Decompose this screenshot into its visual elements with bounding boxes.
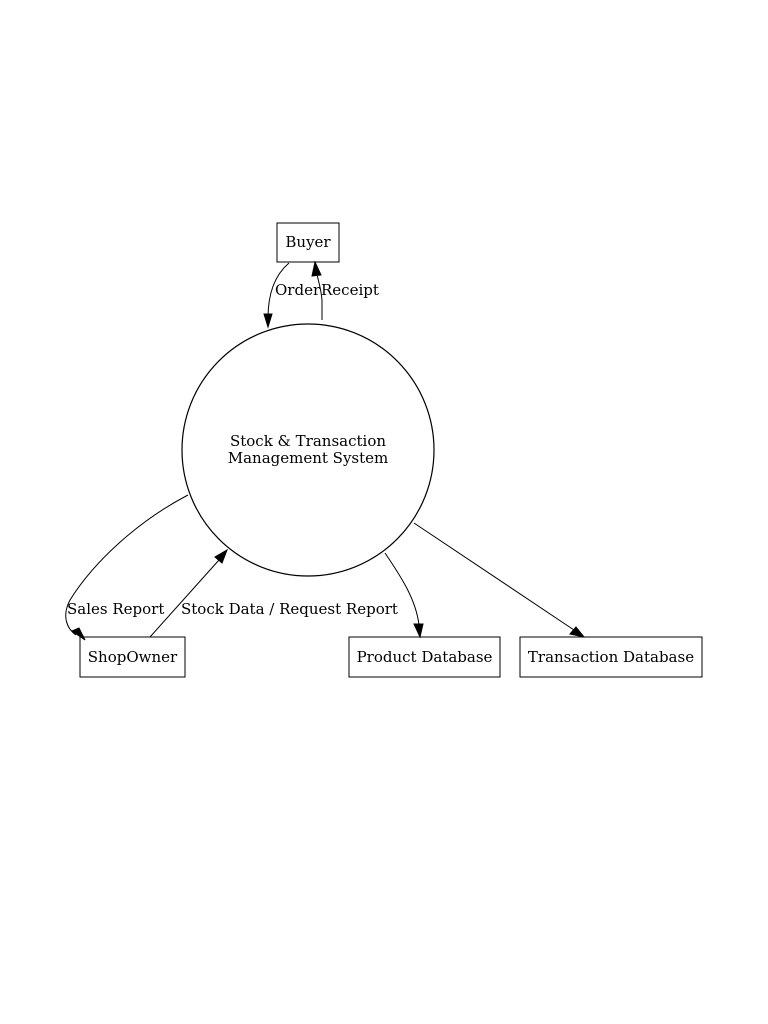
process-label-line1: Stock & Transaction [230, 432, 386, 450]
shop-owner-node: ShopOwner [79, 636, 186, 678]
edge-sales-report-arrowhead [70, 627, 86, 641]
transaction-database-label: Transaction Database [528, 648, 694, 666]
buyer-label: Buyer [285, 233, 331, 251]
edge-order-line [267, 262, 290, 319]
edge-order-arrowhead [263, 313, 273, 329]
transaction-database-node: Transaction Database [519, 636, 703, 678]
product-database-node: Product Database [348, 636, 501, 678]
edge-transaction-database [413, 522, 586, 638]
edge-transaction-database-arrowhead [569, 626, 586, 638]
process-node: Stock & Transaction Management System [181, 323, 435, 577]
shop-owner-label: ShopOwner [88, 648, 178, 666]
product-database-label: Product Database [357, 648, 493, 666]
edge-sales-report: Sales Report [65, 494, 189, 641]
edge-sales-report-line [65, 494, 189, 636]
edge-stock-data-arrowhead [214, 548, 228, 564]
edge-stock-data-label: Stock Data / Request Report [181, 600, 398, 618]
buyer-box [276, 222, 340, 263]
buyer-node: Buyer [276, 222, 340, 263]
edge-receipt: Receipt [311, 260, 379, 320]
process-circle [181, 323, 435, 577]
edge-order-label: Order [275, 281, 321, 299]
edge-product-database-line [384, 552, 420, 626]
edge-product-database-arrowhead [413, 623, 424, 639]
edge-product-database [384, 552, 424, 639]
edge-stock-data-line [149, 559, 220, 638]
edge-receipt-line [316, 273, 323, 320]
shop-owner-box [79, 636, 186, 678]
edge-receipt-arrowhead [311, 260, 322, 277]
transaction-database-box [519, 636, 703, 678]
edge-transaction-database-line [413, 522, 575, 631]
edge-stock-data: Stock Data / Request Report [149, 548, 398, 638]
product-database-box [348, 636, 501, 678]
edge-order: Order [263, 262, 321, 329]
process-label-line2: Management System [228, 449, 389, 467]
edge-sales-report-label: Sales Report [67, 600, 164, 618]
edge-receipt-label: Receipt [321, 281, 379, 299]
